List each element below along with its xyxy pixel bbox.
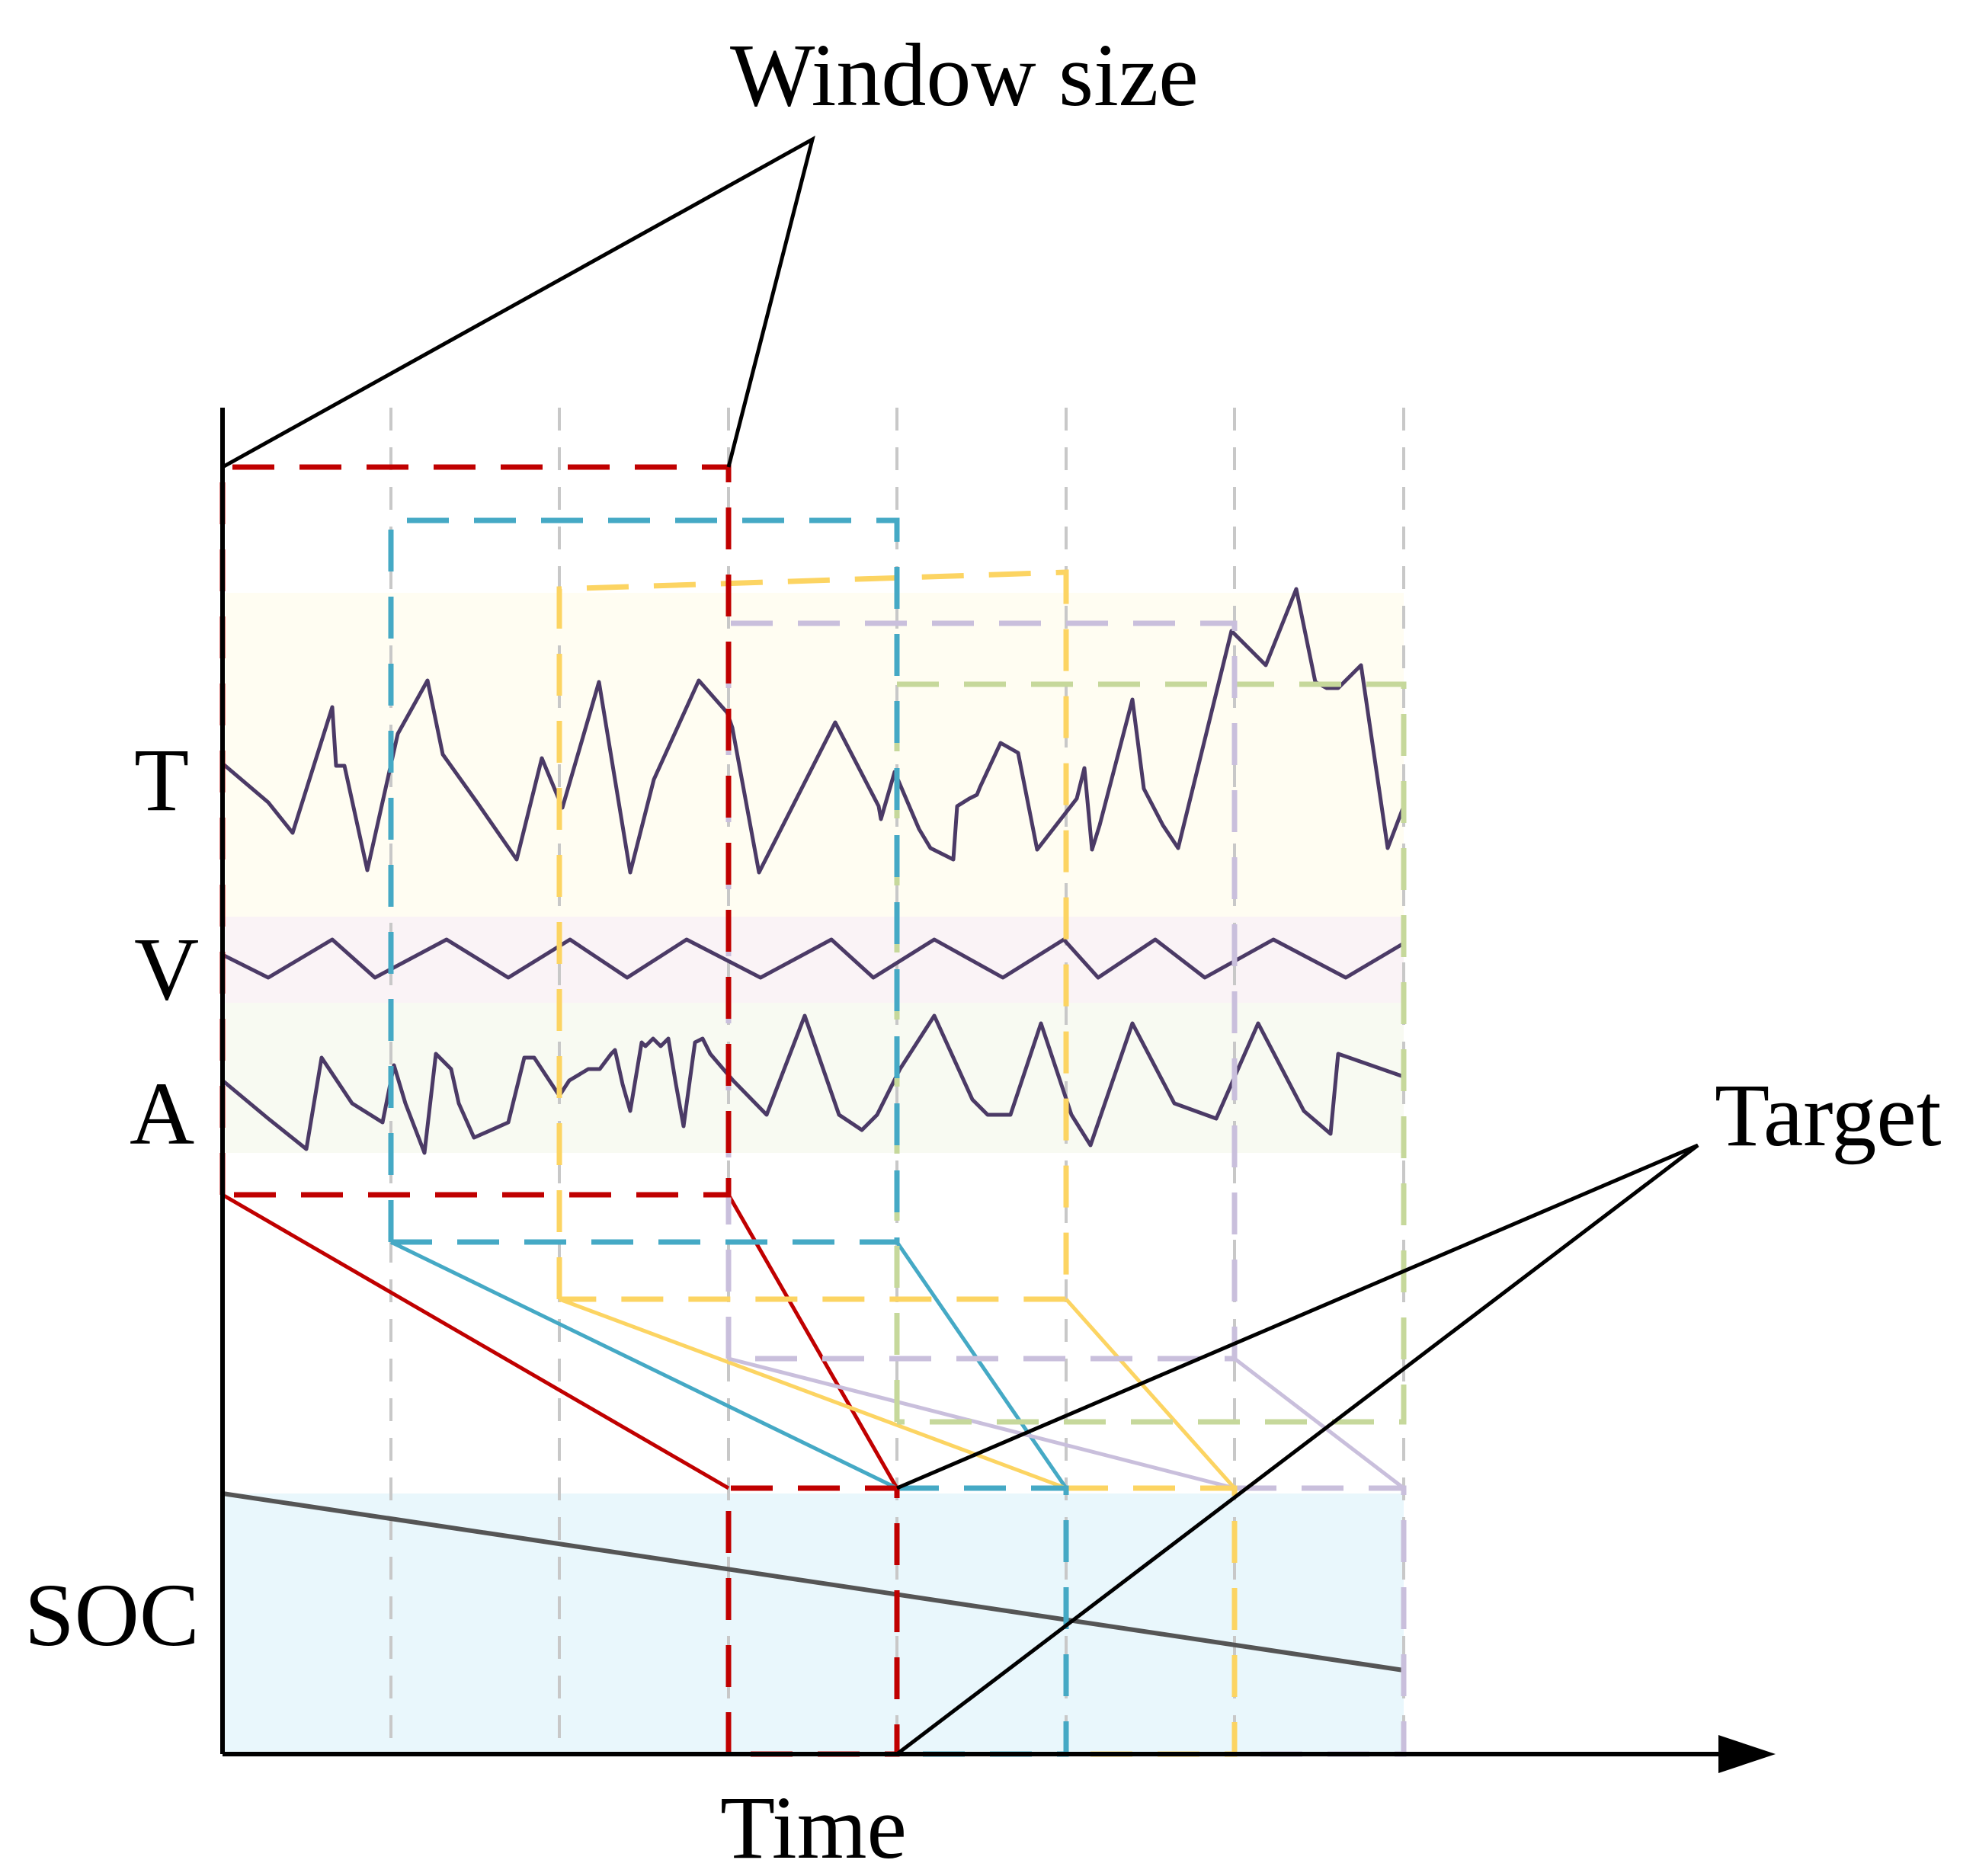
x-axis-arrowhead [1718,1735,1776,1773]
current-label: A [130,1064,194,1164]
target-callout [895,1143,1699,1756]
target-2-frame [897,1485,1069,1757]
target-label: Target [1715,1065,1942,1165]
soc-label: SOC [24,1565,200,1665]
time-label: Time [720,1778,907,1872]
band-temperature [223,593,1404,917]
window-size-callout [221,135,815,469]
connector-window-2 [389,1240,1068,1490]
connector-window-4 [728,1356,1405,1490]
band-voltage [223,917,1404,1003]
window-3-frame [556,569,1069,1302]
soc-trend-line [222,1491,1404,1673]
temperature-label: T [134,730,189,830]
band-soc [223,1493,1404,1754]
window-size-label: Window size [730,25,1199,125]
connector-window-3 [559,1297,1236,1490]
target-4-frame [1235,1485,1407,1757]
target-3-frame [1066,1485,1238,1757]
temperature-signal [221,587,1406,875]
voltage-label: V [134,919,199,1019]
voltage-signal [221,937,1405,980]
band-current [223,1003,1404,1153]
window-connectors [221,1193,1405,1490]
window-2-frame [388,517,900,1245]
